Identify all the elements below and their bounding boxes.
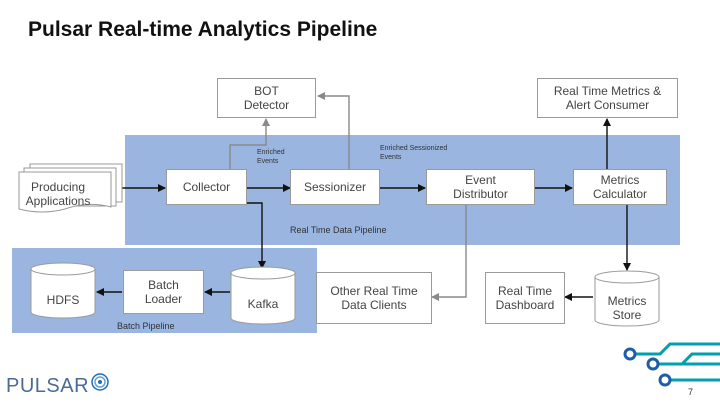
kafka-label: Kafka <box>247 297 279 311</box>
hdfs-cylinder: HDFS <box>30 262 96 320</box>
enriched-events-label: Enriched Events <box>257 149 285 165</box>
arrow-collector-to-kafka <box>207 202 266 269</box>
kafka-cylinder: Kafka <box>230 266 296 326</box>
sessionizer-label: Sessionizer <box>303 180 367 194</box>
sessionizer-box: Sessionizer <box>290 169 380 205</box>
arrow-distributor-to-clients <box>431 205 467 301</box>
rt-metrics-consumer-label: Real Time Metrics & Alert Consumer <box>553 84 662 112</box>
document-stack-icon <box>18 163 123 213</box>
metrics-store-label: Metrics Store <box>607 294 647 322</box>
hdfs-label: HDFS <box>46 293 80 307</box>
logo-swirl-icon <box>91 373 109 391</box>
page-number: 7 <box>687 387 693 397</box>
event-distributor-box: Event Distributor <box>426 169 535 205</box>
bot-detector-label: BOT Detector <box>243 84 290 112</box>
collector-box: Collector <box>166 169 247 205</box>
batch-loader-label: Batch Loader <box>144 278 183 306</box>
pulsar-logo: PULSAR <box>6 372 110 400</box>
rt-dashboard-label: Real Time Dashboard <box>495 284 555 312</box>
other-rt-clients-label: Other Real Time Data Clients <box>330 284 418 312</box>
database-icon <box>230 266 296 325</box>
arrow-collector-to-bot <box>229 118 270 170</box>
realtime-pipeline-label: Real Time Data Pipeline <box>290 225 387 235</box>
producing-apps-label: Producing Applications <box>25 180 91 208</box>
logo-text: PULSAR <box>6 374 90 397</box>
batch-loader-box: Batch Loader <box>123 270 204 314</box>
metrics-store-cylinder: Metrics Store <box>594 270 660 328</box>
metrics-calculator-box: Metrics Calculator <box>573 169 667 205</box>
database-icon <box>594 270 660 327</box>
event-distributor-label: Event Distributor <box>453 173 508 201</box>
other-rt-clients-box: Other Real Time Data Clients <box>316 272 432 324</box>
slide-title: Pulsar Real-time Analytics Pipeline <box>28 18 378 41</box>
enriched-sessionized-events-label: Enriched Sessionized Events <box>380 145 448 161</box>
arrow-bot-to-sessionizer <box>317 92 350 170</box>
rt-dashboard-box: Real Time Dashboard <box>485 272 565 324</box>
rt-metrics-consumer-box: Real Time Metrics & Alert Consumer <box>537 78 678 118</box>
metrics-calculator-label: Metrics Calculator <box>592 173 648 201</box>
batch-pipeline-label: Batch Pipeline <box>117 321 175 331</box>
bot-detector-box: BOT Detector <box>217 78 316 118</box>
circuit-decoration-icon <box>623 342 720 387</box>
collector-label: Collector <box>182 180 231 194</box>
database-icon <box>30 262 96 319</box>
